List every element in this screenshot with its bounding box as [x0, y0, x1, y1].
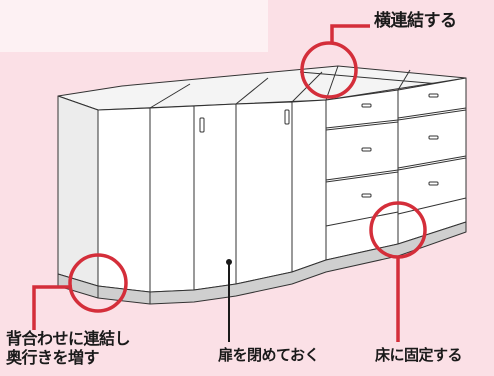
drawer-divider: [397, 155, 467, 169]
handle-icon: [199, 117, 205, 133]
drawer-unit-2: [397, 77, 467, 245]
cabinet-group: [57, 65, 467, 305]
drawer-divider: [325, 211, 399, 227]
drawer-divider: [397, 157, 467, 171]
drawer-divider: [397, 107, 467, 119]
callouts: [32, 24, 427, 342]
drawer-pulls: [361, 93, 439, 198]
left-side-panel: [57, 95, 99, 287]
pull-icon: [428, 135, 439, 140]
pull-icon: [361, 147, 372, 152]
cabinet-front-1: [97, 107, 151, 293]
callout-circle-top: [300, 41, 358, 99]
label-back-connect-line1: 背合わせに連結し: [6, 329, 131, 348]
label-horizontal-connect: 横連結する: [374, 11, 457, 31]
pull-icon: [428, 93, 439, 98]
door-pointer: [226, 259, 232, 342]
inner-panel: [0, 0, 268, 52]
top-divider: [299, 71, 441, 85]
callout-leader-top: [330, 24, 370, 43]
callout-leader-left: [32, 285, 72, 330]
label-back-connect-line2: 奥行きを増す: [6, 348, 100, 367]
drawer-divider: [325, 119, 399, 129]
pull-icon: [361, 193, 372, 198]
cabinet-front-5: [291, 99, 327, 273]
pull-icon: [428, 181, 439, 186]
label-close-door: 扉を閉めておく: [218, 346, 320, 364]
top-divider: [149, 83, 191, 109]
top-divider: [325, 65, 339, 101]
top-divider: [235, 77, 269, 105]
handle-icon: [284, 109, 290, 125]
drawer-divider: [325, 169, 399, 181]
drawer-divider: [397, 109, 467, 121]
drawer-divider: [397, 197, 467, 215]
cabinet-front-4: [235, 101, 293, 285]
drawer-divider: [325, 171, 399, 183]
drawer-divider: [325, 121, 399, 131]
door-handles: [199, 109, 290, 133]
top-divider: [397, 69, 411, 91]
pull-icon: [361, 103, 372, 108]
callout-circle-left: [68, 253, 128, 313]
label-floor-fix: 床に固定する: [375, 346, 463, 364]
cabinet-front-2: [149, 105, 195, 293]
